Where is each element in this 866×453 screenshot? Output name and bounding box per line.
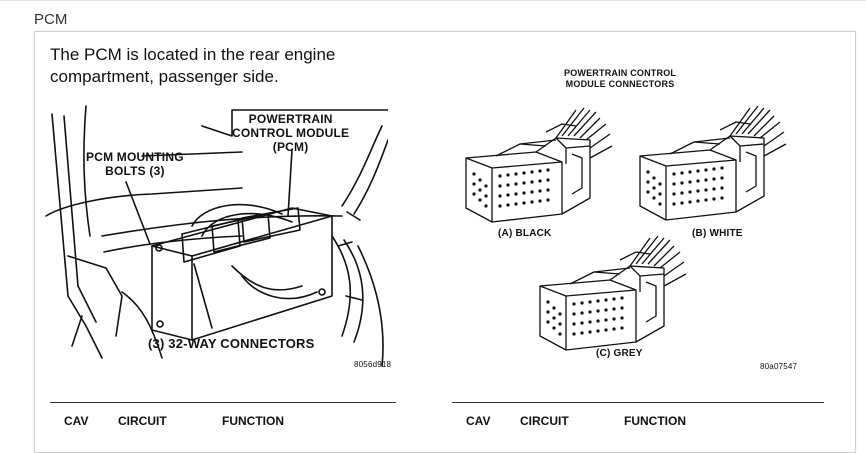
callout-bolts-line-2: BOLTS (3) [105, 164, 165, 178]
intro-text: The PCM is located in the rear engine co… [50, 45, 336, 86]
left-figure-code: 8056d918 [354, 360, 392, 369]
callout-module-line-3: (PCM) [272, 140, 309, 154]
column-header-function: FUNCTION [222, 414, 284, 428]
pcm-connectors-figure: POWERTRAIN CONTROL MODULE CONNECTORS [444, 62, 844, 374]
connector-a-label: (A) BLACK [498, 228, 552, 239]
top-divider [0, 0, 866, 1]
pcm-location-figure: POWERTRAIN CONTROL MODULE (PCM) PCM MOUN… [42, 96, 392, 374]
callout-bolts-line-1: PCM MOUNTING [86, 150, 184, 164]
connector-a-drawing [465, 107, 613, 223]
right-figure-code: 80a07547 [760, 362, 798, 371]
connector-c-label: (C) GREY [596, 348, 643, 359]
pcm-location-drawing [45, 105, 389, 367]
column-header-circuit: CIRCUIT [520, 414, 569, 428]
connector-b-label: (B) WHITE [692, 228, 743, 239]
column-header-function: FUNCTION [624, 414, 686, 428]
section-title: PCM [34, 11, 68, 28]
table-header-right: CAV CIRCUIT FUNCTION [452, 402, 824, 433]
connector-c-drawing [539, 235, 687, 351]
connectors-drawing [465, 105, 787, 351]
connector-b-drawing [639, 105, 787, 221]
connectors-title-line-2: MODULE CONNECTORS [565, 79, 675, 89]
callout-module-line-2: CONTROL MODULE [232, 126, 350, 140]
connectors-title-line-1: POWERTRAIN CONTROL [564, 68, 677, 78]
column-header-cav: CAV [64, 414, 89, 428]
column-header-circuit: CIRCUIT [118, 414, 167, 428]
callout-module-line-1: POWERTRAIN [248, 112, 333, 126]
column-header-cav: CAV [466, 414, 491, 428]
table-header-left: CAV CIRCUIT FUNCTION [50, 402, 396, 433]
callout-connectors: (3) 32-WAY CONNECTORS [148, 336, 315, 351]
